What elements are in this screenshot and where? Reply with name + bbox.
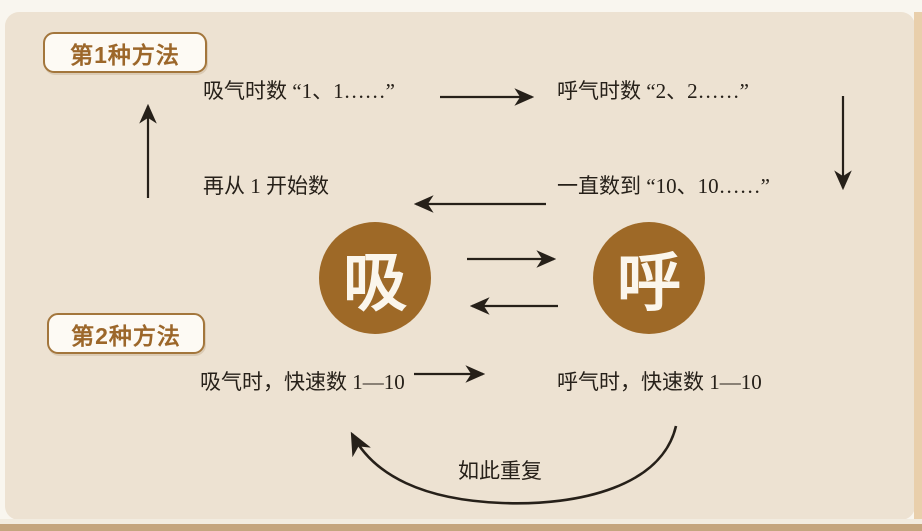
method2-step-inhale-fast-count: 吸气时，快速数 1—10 — [200, 370, 405, 394]
method1-label: 第1种方法 — [43, 32, 207, 73]
right-edge-band — [914, 12, 922, 519]
repeat-note: 如此重复 — [458, 459, 542, 483]
method1-step-count-to-ten: 一直数到 “10、10……” — [557, 174, 770, 198]
bottom-edge-highlight — [0, 519, 922, 524]
method2-step-exhale-fast-count: 呼气时，快速数 1—10 — [557, 370, 762, 394]
method2-label-text: 第2种方法 — [71, 322, 181, 349]
inhale-circle: 吸 — [319, 222, 431, 334]
exhale-circle-text: 呼 — [617, 248, 681, 319]
method1-step-restart: 再从 1 开始数 — [203, 174, 329, 198]
diagram-panel — [5, 12, 915, 520]
method1-step-inhale-count: 吸气时数 “1、1……” — [203, 79, 395, 103]
method1-label-text: 第1种方法 — [70, 41, 180, 68]
inhale-circle-text: 吸 — [343, 248, 407, 319]
method2-label: 第2种方法 — [47, 313, 205, 354]
bottom-edge-band — [0, 524, 922, 531]
exhale-circle: 呼 — [593, 222, 705, 334]
method1-step-exhale-count: 呼气时数 “2、2……” — [557, 79, 749, 103]
